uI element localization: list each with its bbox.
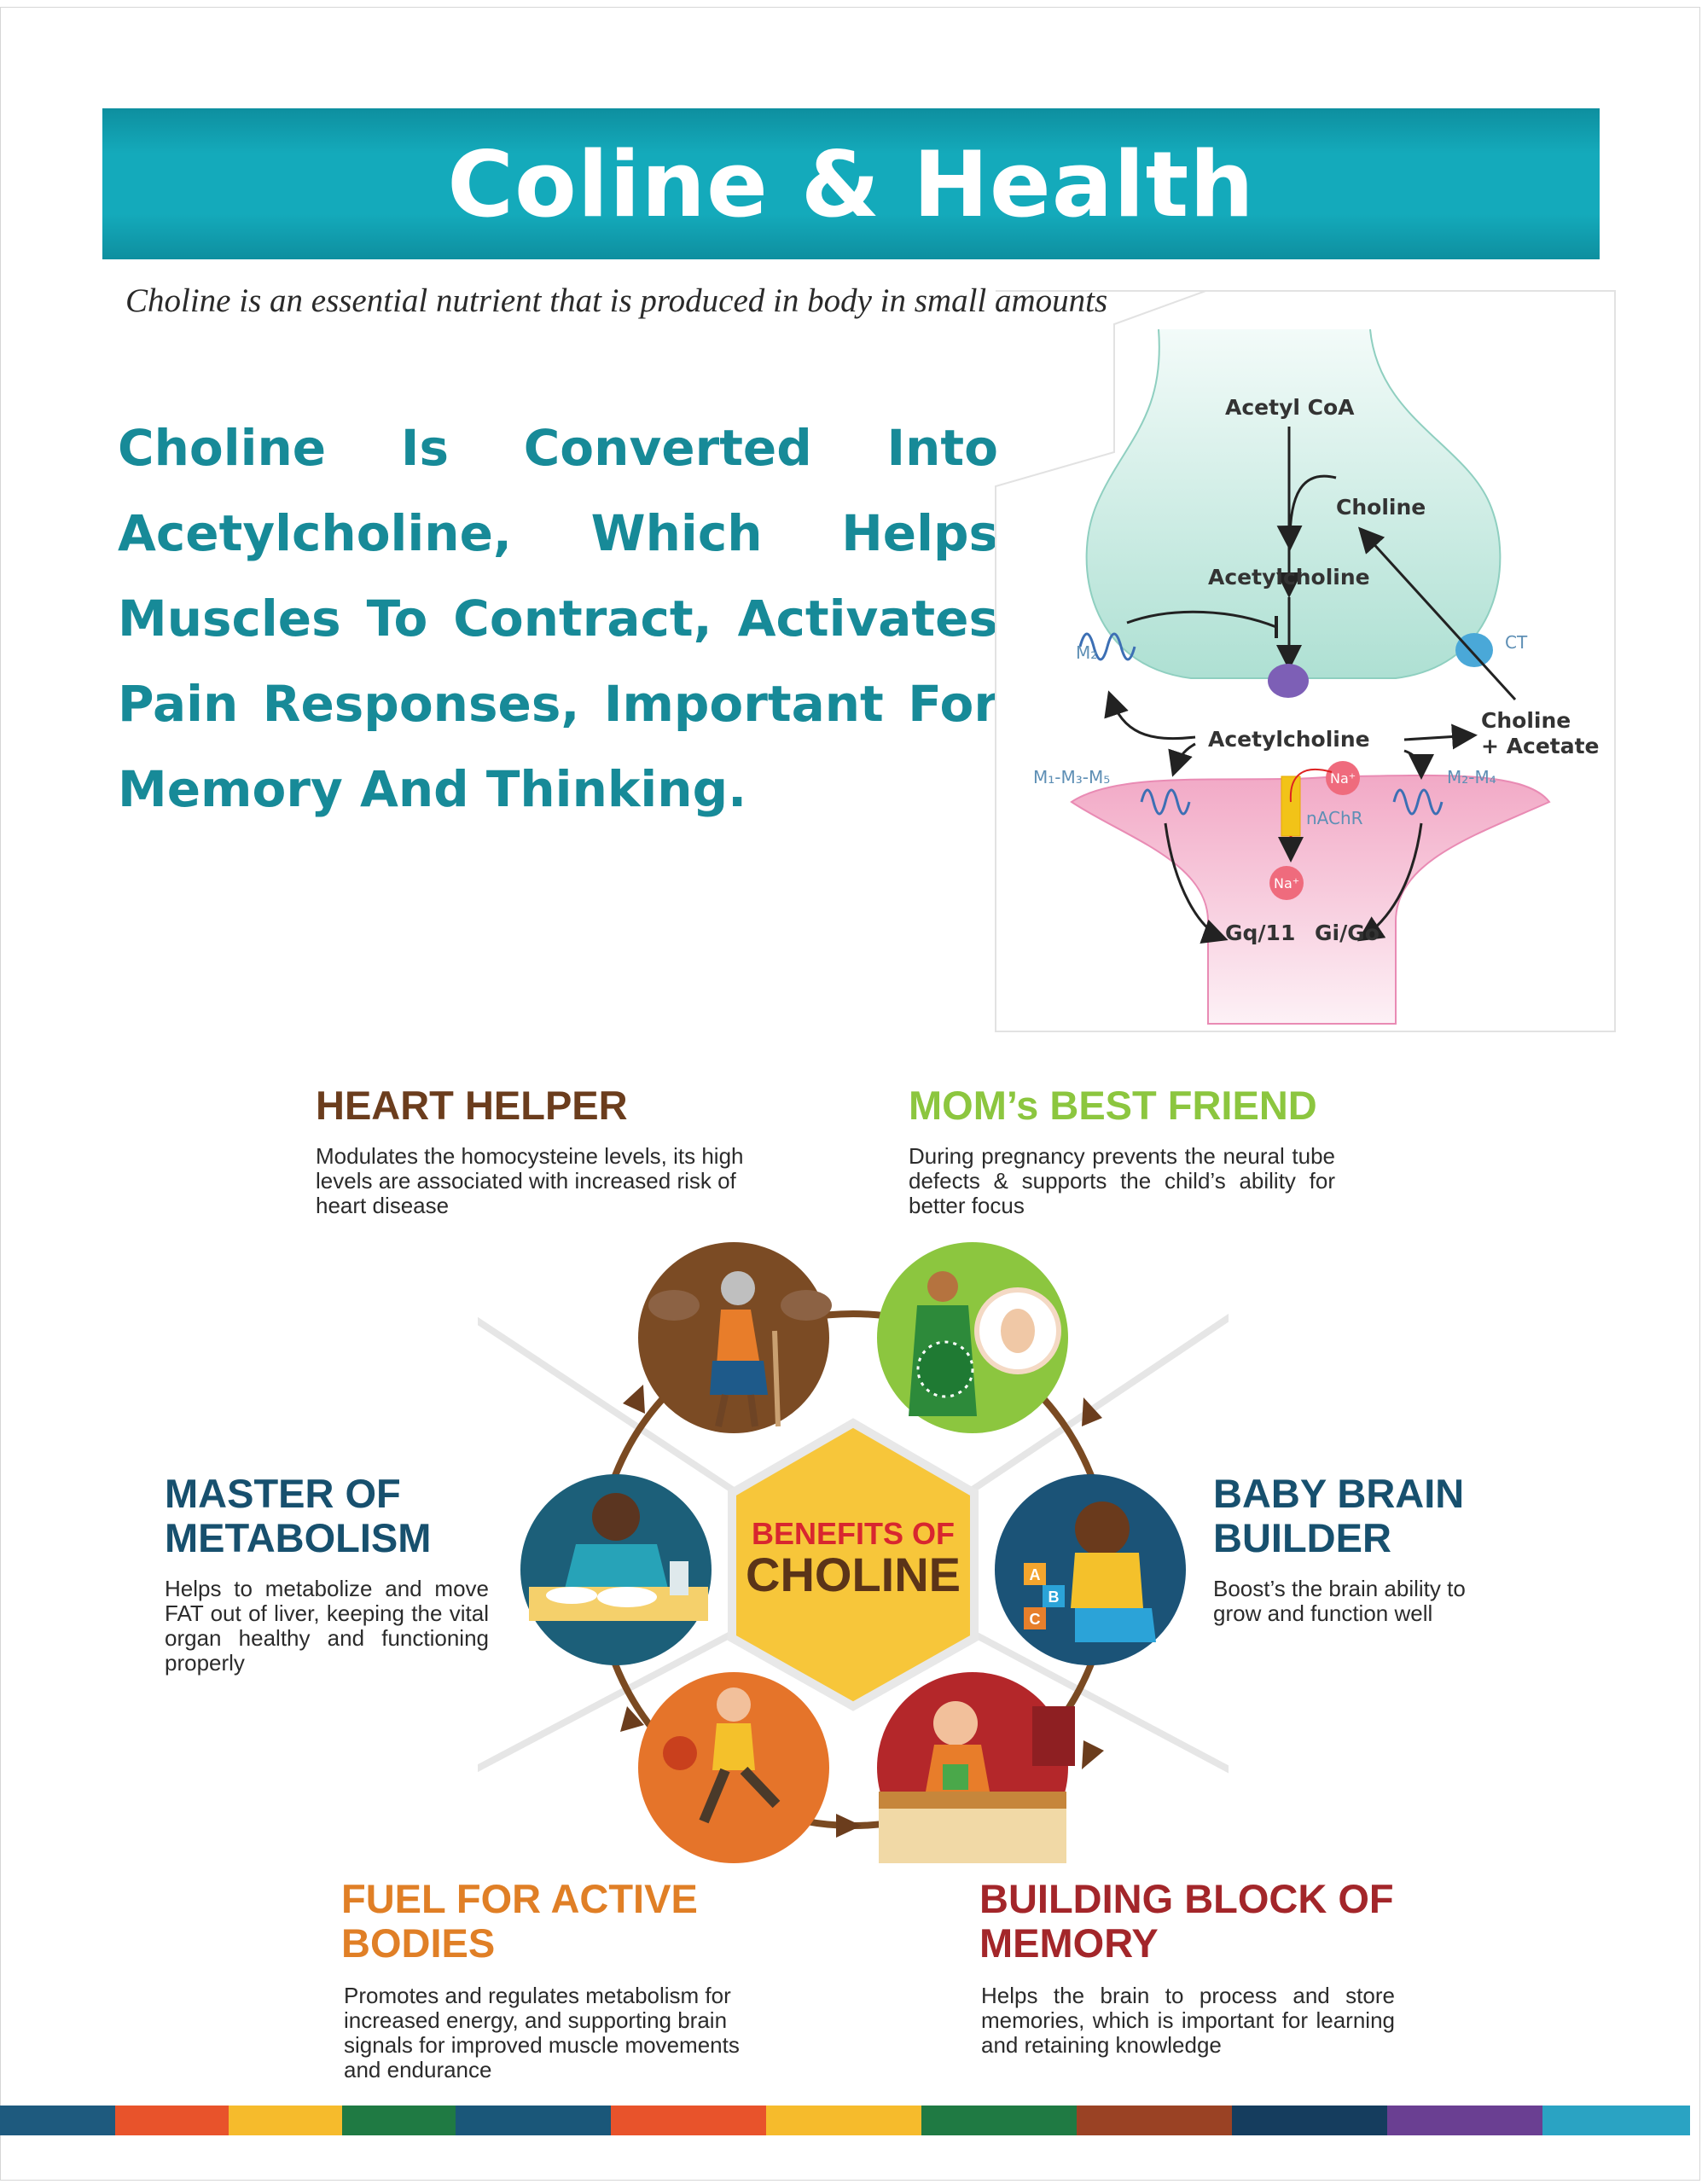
choline-label: Choline: [1336, 495, 1426, 520]
benefits-wheel: BENEFITS OF CHOLINE: [478, 1242, 1229, 1863]
color-segment: [1232, 2106, 1387, 2135]
fuel-active-title: FUEL FOR ACTIVE BODIES: [341, 1877, 698, 1966]
baby-icon: A B C: [995, 1474, 1186, 1665]
m135-receptor: [1140, 788, 1191, 816]
master-metabolism-title-line2: METABOLISM: [165, 1515, 432, 1560]
block-b: B: [1049, 1589, 1060, 1606]
ache-arrow: [1403, 723, 1478, 750]
acetylcholine-top-label: Acetylcholine: [1208, 565, 1370, 590]
to-m2-arrow: [1104, 690, 1196, 741]
to-m135-arrow: [1168, 742, 1196, 777]
vesicle: [1268, 664, 1309, 698]
footer-color-bar: [0, 2106, 1702, 2135]
color-segment: [229, 2106, 342, 2135]
m2-receptor: [1078, 632, 1136, 661]
ct-transporter: [1455, 633, 1493, 667]
moms-best-friend-title: MOM’s BEST FRIEND: [909, 1083, 1317, 1128]
na-ion-bottom: [1269, 866, 1304, 900]
ring-arrows: [620, 1385, 1104, 1838]
m135-label: M₁-M₃-M₅: [1033, 767, 1110, 787]
color-segment: [611, 2106, 766, 2135]
to-gigo-arrow: [1357, 822, 1423, 942]
color-segment: [1387, 2106, 1542, 2135]
block-a: A: [1030, 1566, 1041, 1583]
acetylcholine-mid-label: Acetylcholine: [1208, 727, 1370, 752]
page-title: Coline & Health: [447, 132, 1255, 237]
color-segment: [1077, 2106, 1232, 2135]
nachr-channel: [1281, 775, 1301, 837]
block-c: C: [1030, 1611, 1041, 1628]
page-frame: [0, 7, 1700, 2181]
color-segment: [342, 2106, 456, 2135]
baby-brain-title-line2: BUILDER: [1213, 1515, 1391, 1560]
color-segment: [921, 2106, 1077, 2135]
memory-desc: Helps the brain to process and store mem…: [981, 1983, 1395, 2058]
master-metabolism-desc: Helps to metabolize and move FAT out of …: [165, 1576, 489, 1676]
choline-uptake-arrow: [1276, 474, 1337, 551]
memory-title-line1: BUILDING BLOCK OF: [979, 1876, 1394, 1921]
title-banner: Coline & Health: [102, 108, 1600, 259]
m2-inhibit-line: [1126, 610, 1277, 629]
acetyl-coa-label: Acetyl CoA: [1225, 395, 1355, 420]
heart-helper-title: HEART HELPER: [316, 1083, 628, 1128]
memory-title-line2: MEMORY: [979, 1920, 1159, 1966]
choline-acetate-label-1: Choline: [1481, 708, 1571, 733]
m24-receptor: [1392, 788, 1444, 816]
postsynaptic-terminal: [1070, 774, 1551, 1025]
nachr-label: nAChR: [1306, 808, 1363, 828]
fuel-active-desc: Promotes and regulates metabolism for in…: [344, 1983, 740, 2082]
to-gq11-arrow: [1164, 822, 1229, 944]
color-segment: [0, 2106, 115, 2135]
synapse-diagram: Acetyl CoA Choline Acetylcholine M₂ CT A…: [995, 290, 1616, 1032]
baby-brain-desc: Boost’s the brain ability to grow and fu…: [1213, 1576, 1466, 1626]
na-bottom-label: Na⁺: [1274, 875, 1299, 892]
fuel-active-title-line2: BODIES: [341, 1920, 496, 1966]
m2-label: M₂: [1076, 642, 1097, 663]
color-segment: [456, 2106, 611, 2135]
active-kid-icon: [638, 1672, 829, 1863]
gq11-label: Gq/11: [1225, 921, 1295, 945]
color-segment: [115, 2106, 229, 2135]
student-icon: [877, 1672, 1075, 1863]
man-eating-icon: [520, 1474, 712, 1665]
ct-label: CT: [1505, 632, 1528, 653]
center-line1: BENEFITS OF: [752, 1516, 955, 1551]
na-ion-top: [1326, 761, 1360, 795]
choline-acetate-label-2: + Acetate: [1481, 734, 1600, 758]
to-m24-arrow: [1403, 749, 1434, 780]
na-top-label: Na⁺: [1330, 770, 1356, 787]
center-line2: CHOLINE: [746, 1548, 961, 1601]
baby-brain-title-line1: BABY BRAIN: [1213, 1471, 1465, 1516]
center-hexagon: [728, 1418, 979, 1711]
heart-helper-desc: Modulates the homocysteine levels, its h…: [316, 1143, 744, 1218]
m24-label: M₂-M₄: [1447, 767, 1496, 787]
synapse-svg: Acetyl CoA Choline Acetylcholine M₂ CT A…: [995, 290, 1616, 1032]
master-metabolism-title: MASTER OF METABOLISM: [165, 1472, 431, 1560]
memory-title: BUILDING BLOCK OF MEMORY: [979, 1877, 1394, 1966]
baby-brain-title: BABY BRAIN BUILDER: [1213, 1472, 1464, 1560]
moms-best-friend-desc: During pregnancy prevents the neural tub…: [909, 1143, 1335, 1218]
gigo-label: Gi/Go: [1315, 921, 1380, 945]
color-segment: [766, 2106, 921, 2135]
master-metabolism-title-line1: MASTER OF: [165, 1471, 401, 1516]
fuel-active-title-line1: FUEL FOR ACTIVE: [341, 1876, 698, 1921]
intro-text: Choline is an essential nutrient that is…: [125, 282, 1108, 319]
choline-reuptake-arrow: [1357, 526, 1517, 701]
elderly-woman-icon: [638, 1242, 832, 1433]
pregnant-mom-icon: [877, 1242, 1068, 1433]
color-segment: [1542, 2106, 1690, 2135]
na-flow-arrow: [1289, 768, 1333, 803]
headline-text: Choline Is Converted Into Acetylcholine,…: [118, 419, 998, 818]
